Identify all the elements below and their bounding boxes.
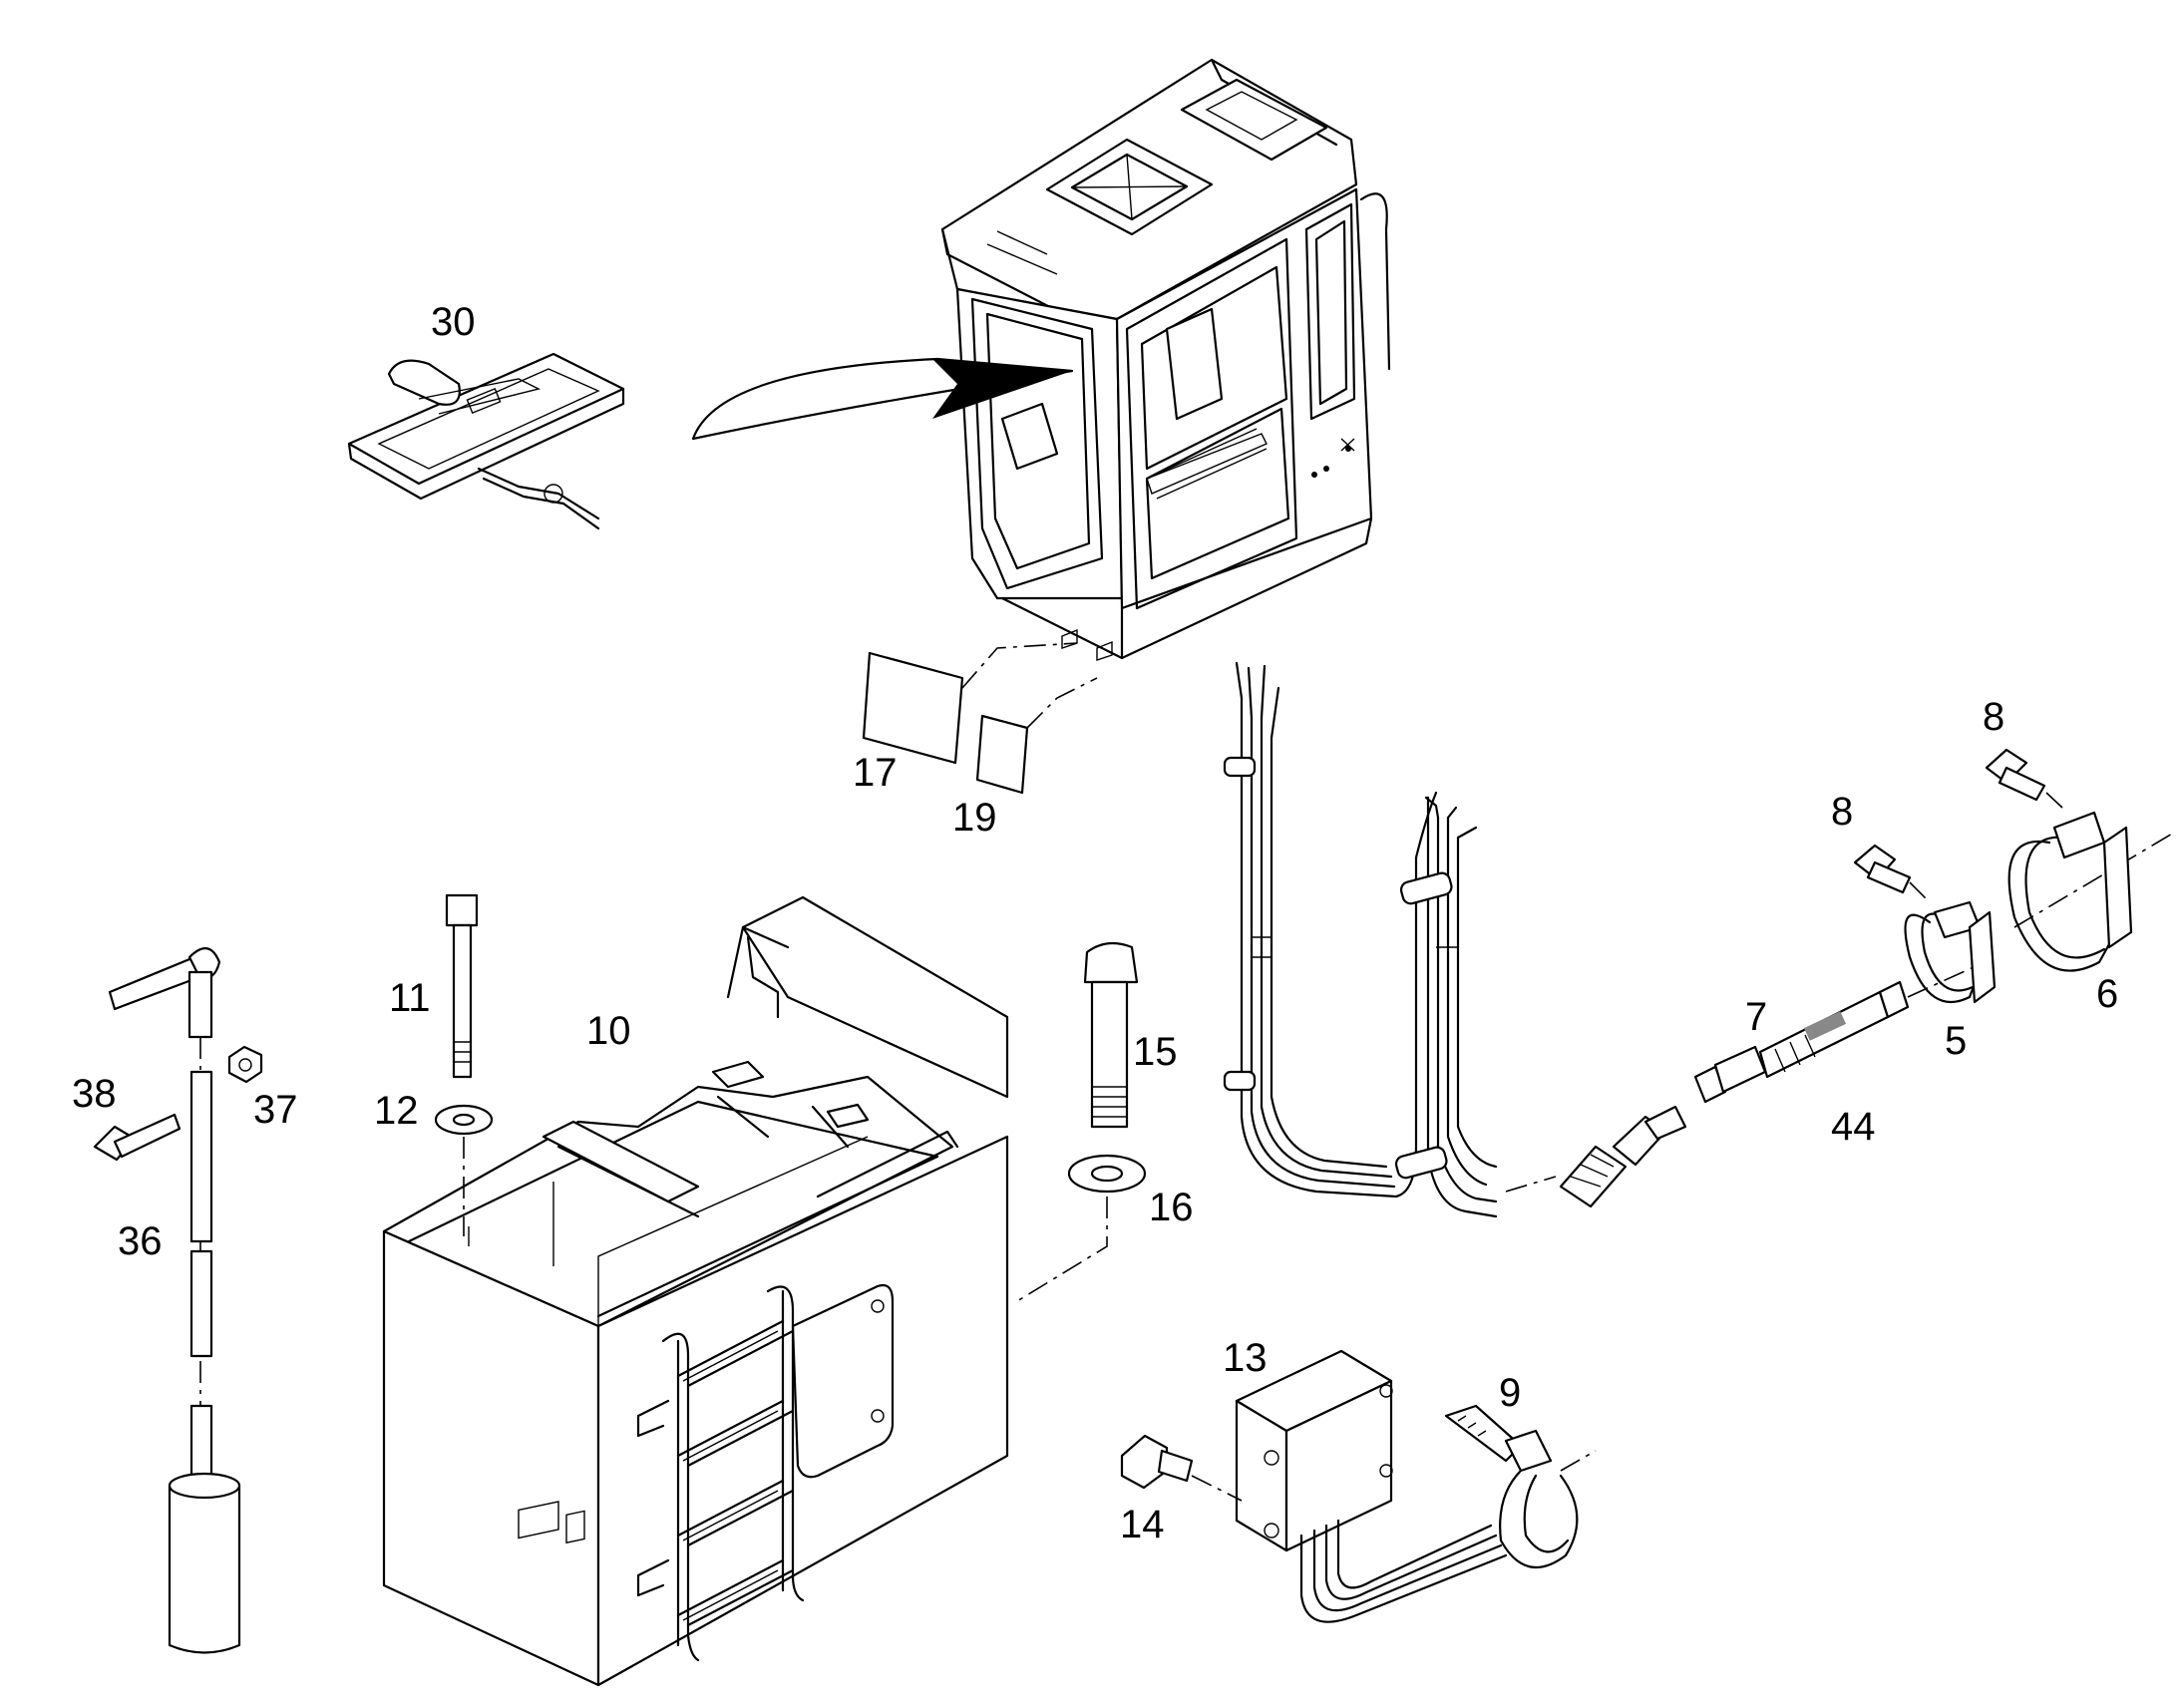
callout-36: 36 [118, 1219, 163, 1263]
callout-12: 12 [374, 1089, 419, 1133]
callout-7: 7 [1745, 995, 1767, 1039]
nut-37 [227, 1045, 263, 1084]
callout-5: 5 [1945, 1019, 1967, 1063]
bolt-15 [1083, 941, 1139, 1129]
callout-38: 38 [72, 1072, 117, 1116]
callout-8a: 8 [1983, 695, 2004, 739]
callout-11: 11 [389, 976, 431, 1020]
callout-44: 44 [1831, 1105, 1876, 1149]
storage-box-10 [382, 895, 1009, 1687]
hose-label-44-mark [1803, 1011, 1847, 1041]
washer-12 [434, 1104, 494, 1136]
callout-8b: 8 [1831, 790, 1853, 834]
callout-37: 37 [253, 1088, 298, 1132]
clamp-5 [1904, 900, 1997, 1004]
hose-fitting-7 [1559, 980, 1910, 1208]
screw-8b [1985, 748, 2046, 802]
screw-8a [1853, 844, 1912, 894]
plate-17 [862, 651, 964, 765]
callout-15: 15 [1133, 1030, 1178, 1074]
screw-14 [1120, 1434, 1194, 1490]
callout-17: 17 [853, 751, 898, 795]
callout-10: 10 [586, 1009, 631, 1053]
callout-13: 13 [1223, 1336, 1268, 1380]
cable-tie-9 [1444, 1404, 1579, 1569]
clamp-6 [2007, 811, 2133, 972]
screw-38 [93, 1113, 182, 1162]
callout-19: 19 [952, 796, 997, 840]
washer-16 [1067, 1154, 1147, 1194]
bolt-11 [445, 893, 479, 1079]
pin-assembly-36 [108, 947, 241, 1654]
plate-19 [975, 714, 1029, 795]
location-arrow [691, 357, 1074, 441]
junction-box-13 [1235, 1349, 1508, 1623]
callout-30: 30 [431, 300, 476, 344]
callout-16: 16 [1149, 1186, 1194, 1229]
callout-9: 9 [1499, 1371, 1521, 1415]
wire-harness [1223, 661, 1498, 1218]
control-panel-30 [347, 352, 625, 530]
operator-cab [940, 58, 1391, 661]
callout-6: 6 [2096, 972, 2118, 1016]
callout-14: 14 [1120, 1503, 1165, 1546]
